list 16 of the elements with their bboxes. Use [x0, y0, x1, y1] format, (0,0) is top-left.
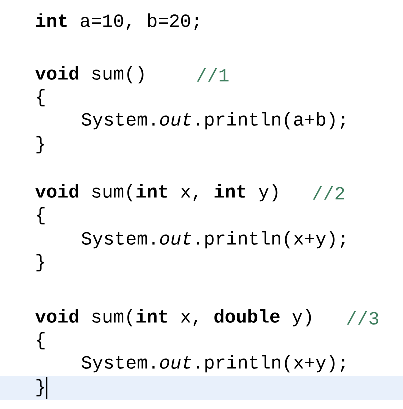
code-line: int a=10, b=20; [36, 14, 199, 30]
code-line: } [36, 136, 44, 154]
code-comment: //3 [347, 311, 378, 325]
code-line: void sum(int x, int y) [35, 184, 278, 202]
code-line: { [37, 332, 45, 350]
code-line: } [36, 254, 44, 272]
code-line: { [37, 207, 45, 225]
code-line: } [36, 379, 44, 397]
code-line: System.out.println(x+y); [82, 355, 346, 373]
code-line: System.out.println(a+b); [82, 112, 346, 130]
code-comment: //1 [197, 68, 229, 82]
code-comment: //2 [313, 186, 344, 200]
code-line: { [37, 89, 45, 107]
code-line: void sum(int x, double y) [35, 309, 312, 327]
code-line: void sum() [35, 66, 144, 84]
code-line: System.out.println(x+y); [82, 231, 346, 249]
